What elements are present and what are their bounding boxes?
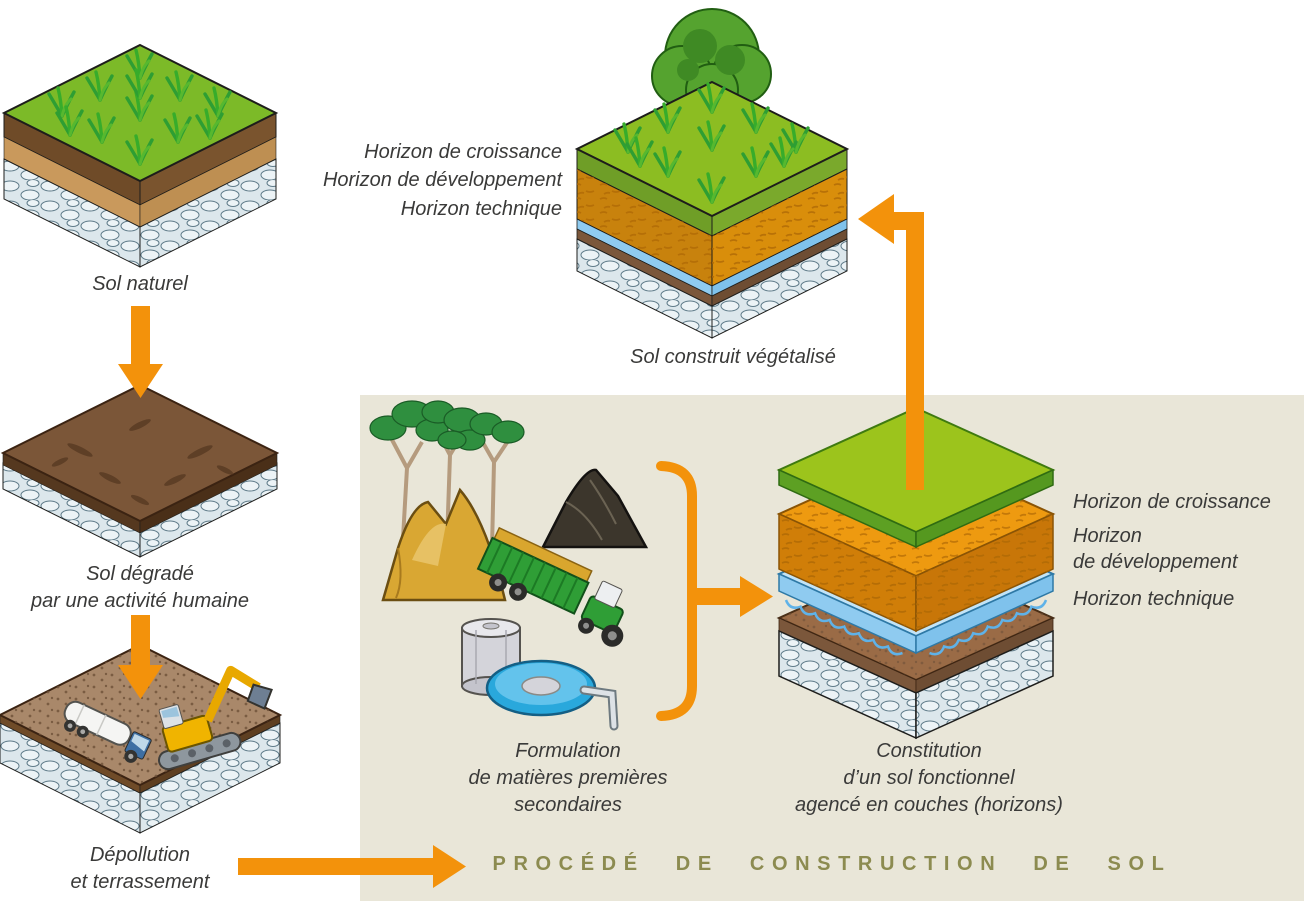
horizon-label-growth-top: Horizon de croissance xyxy=(364,141,562,163)
horizon-label-technical-top: Horizon technique xyxy=(400,198,562,220)
excavator-icon xyxy=(158,665,273,771)
label-constitution: Constitution d’un sol fonctionnel agencé… xyxy=(795,740,1063,816)
dark-soil-heap-icon xyxy=(540,468,649,549)
label-formulation: Formulation de matières premières second… xyxy=(468,740,668,816)
degraded-soil-block-illustration xyxy=(0,383,280,558)
label-depollution: Dépollution et terrassement xyxy=(70,844,210,893)
bracket-formulation xyxy=(656,461,697,721)
arrow-stack-to-constructed xyxy=(858,194,924,490)
depollution-block-illustration xyxy=(0,643,283,834)
process-title: PROCÉDÉ DE CONSTRUCTION DE SOL xyxy=(492,853,1172,875)
raw-materials-illustration xyxy=(369,400,649,731)
constructed-soil-block-illustration xyxy=(574,8,850,339)
trailer-truck-icon xyxy=(476,526,624,647)
natural-soil-block-illustration xyxy=(1,43,279,268)
arrow-depollution-to-process xyxy=(238,845,466,888)
arrow-formulation-to-constitution xyxy=(692,576,773,617)
label-constructed-soil: Sol construit végétalisé xyxy=(630,346,836,368)
tanker-truck-icon xyxy=(63,700,152,763)
arrow-degraded-to-depollution xyxy=(118,615,163,699)
horizon-label-development-right: Horizon de développement xyxy=(1073,525,1238,573)
label-degraded-soil: Sol dégradé par une activité humaine xyxy=(31,563,249,612)
process-arrows xyxy=(118,194,924,888)
water-basin-icon xyxy=(485,659,619,731)
horizon-label-development-top: Horizon de développement xyxy=(322,169,562,191)
horizon-label-technical-right: Horizon technique xyxy=(1073,588,1235,610)
horizon-label-growth-right: Horizon de croissance xyxy=(1073,491,1271,513)
arrow-natural-to-degraded xyxy=(118,306,163,398)
label-natural-soil: Sol naturel xyxy=(92,273,188,295)
woodchip-heap-icon xyxy=(381,487,507,602)
